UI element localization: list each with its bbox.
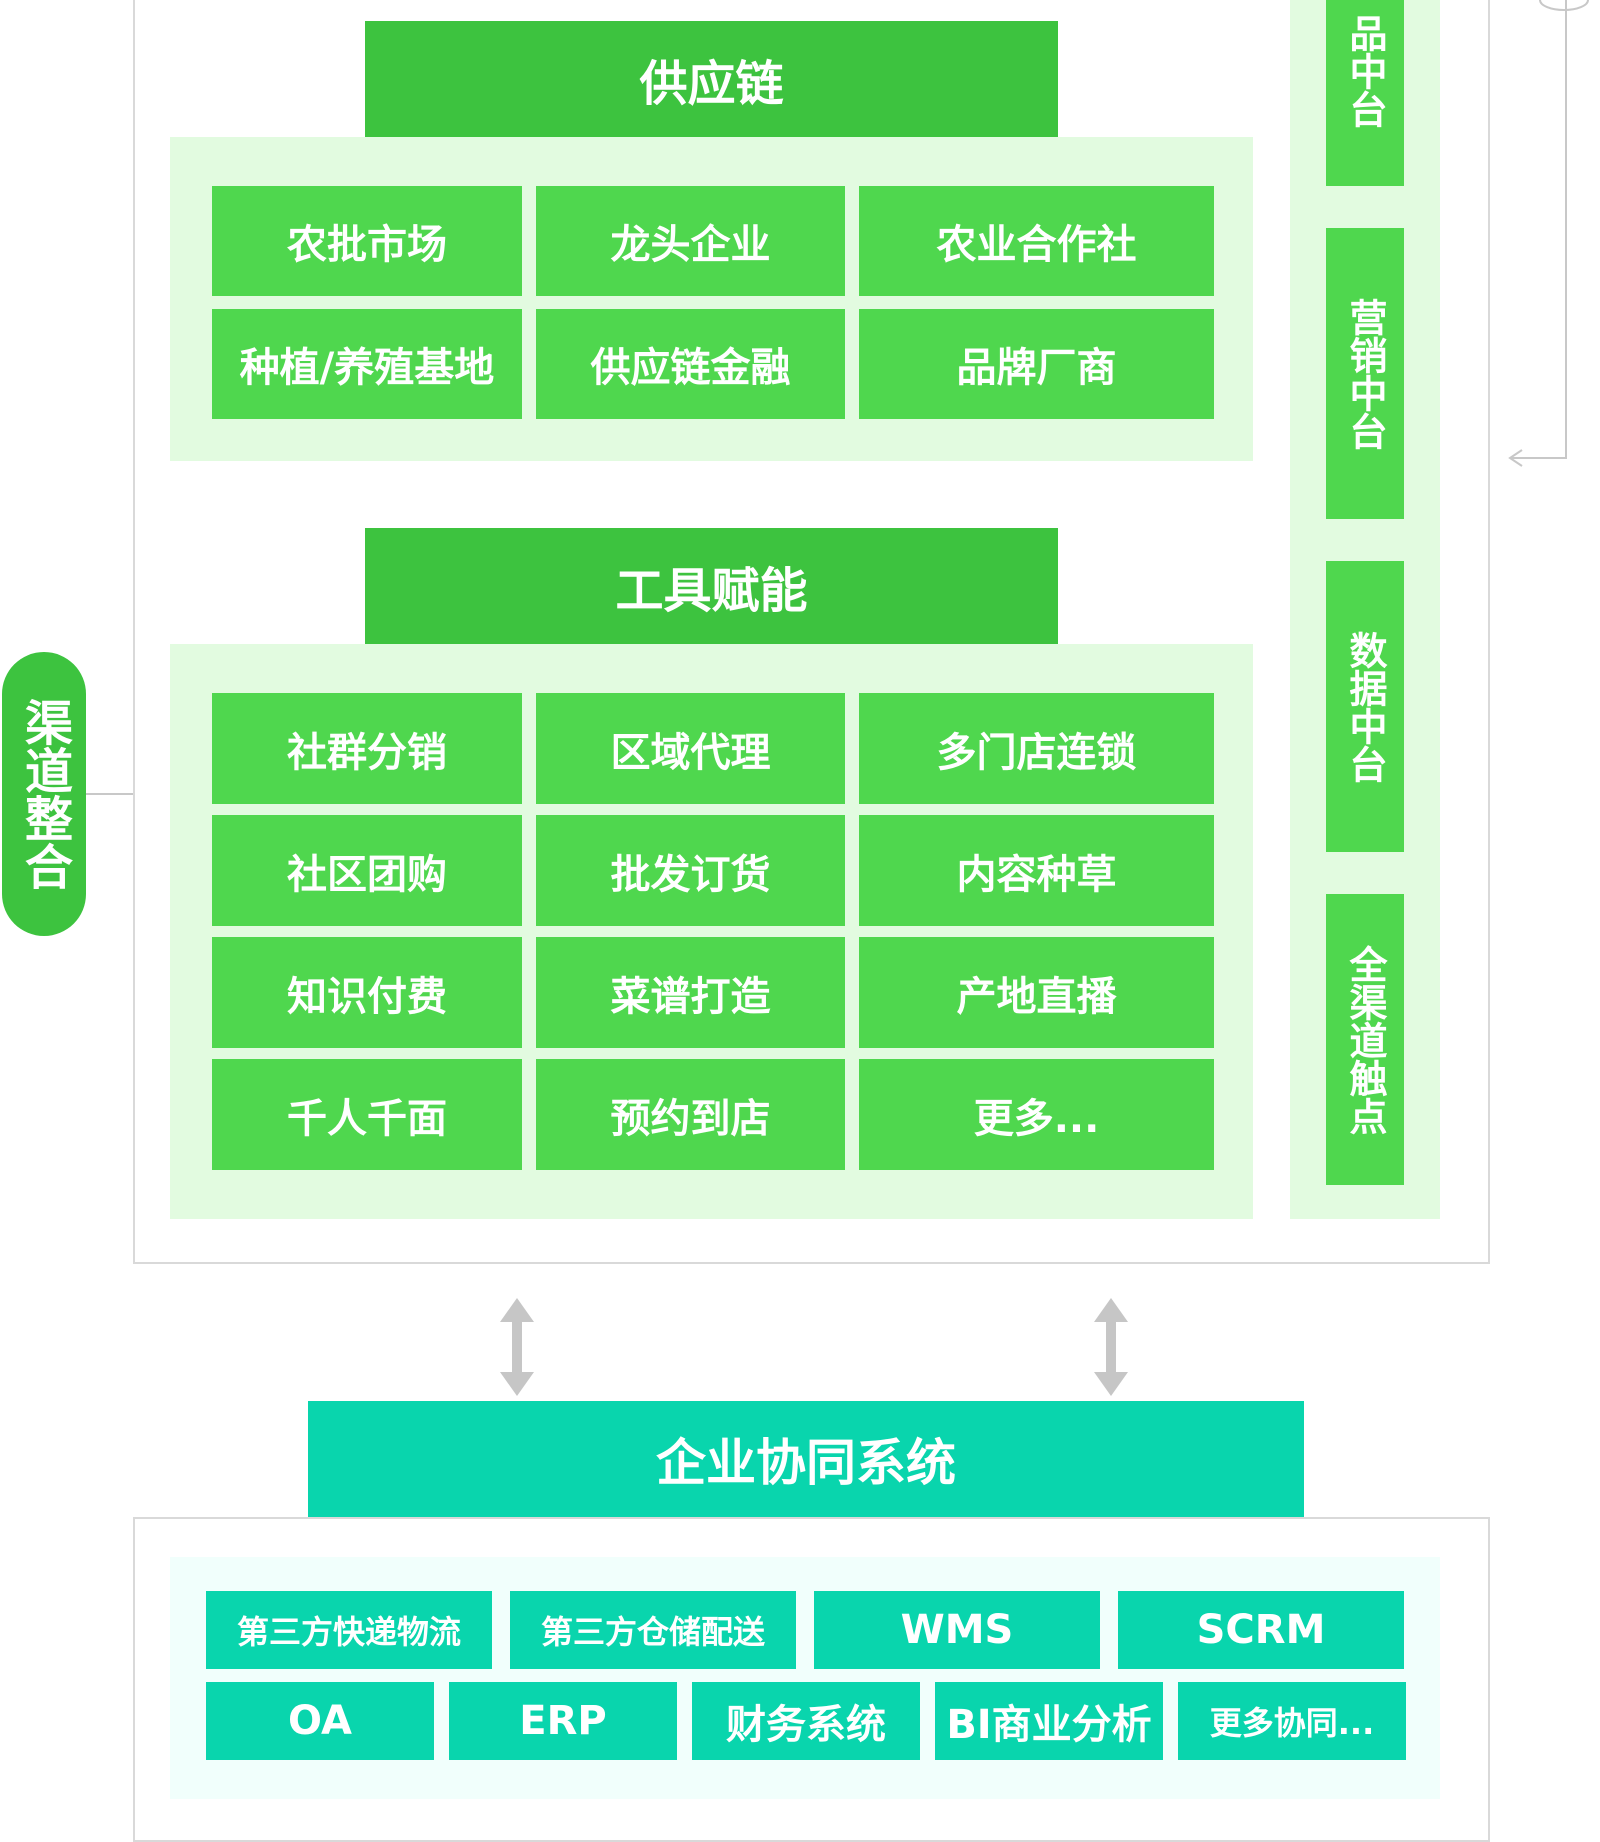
tool-empowerment-item: 社区团购: [212, 815, 522, 926]
tool-empowerment-item: 知识付费: [212, 937, 522, 1048]
supply-chain-item: 种植/养殖基地: [212, 309, 522, 419]
tool-empowerment-item: 千人千面: [212, 1059, 522, 1170]
supply-chain-header: 供应链: [365, 21, 1058, 137]
enterprise-item: BI商业分析: [935, 1682, 1163, 1760]
supply-chain-item: 供应链金融: [536, 309, 845, 419]
tool-empowerment-item: 产地直播: [859, 937, 1214, 1048]
bidirectional-arrow-left: [500, 1298, 534, 1396]
enterprise-item: SCRM: [1118, 1591, 1404, 1669]
bidirectional-arrow-right: [1094, 1298, 1128, 1396]
tool-empowerment-item: 多门店连锁: [859, 693, 1214, 804]
supply-chain-item: 农批市场: [212, 186, 522, 296]
tool-empowerment-item: 社群分销: [212, 693, 522, 804]
enterprise-item: 第三方仓储配送: [510, 1591, 796, 1669]
tool-empowerment-item: 区域代理: [536, 693, 845, 804]
tool-empowerment-header: 工具赋能: [365, 528, 1058, 644]
enterprise-item: 第三方快递物流: [206, 1591, 492, 1669]
enterprise-system-header: 企业协同系统: [308, 1401, 1304, 1517]
supply-chain-item: 品牌厂商: [859, 309, 1214, 419]
middle-platform-marketing: 营销中台: [1326, 228, 1404, 519]
enterprise-item: WMS: [814, 1591, 1100, 1669]
supply-chain-item: 农业合作社: [859, 186, 1214, 296]
supply-chain-item: 龙头企业: [536, 186, 845, 296]
enterprise-item: 财务系统: [692, 1682, 920, 1760]
tool-empowerment-item: 预约到店: [536, 1059, 845, 1170]
tool-empowerment-item: 菜谱打造: [536, 937, 845, 1048]
tool-empowerment-item: 批发订货: [536, 815, 845, 926]
middle-platform-product: 品中台: [1326, 0, 1404, 186]
enterprise-item: OA: [206, 1682, 434, 1760]
tool-empowerment-item: 内容种草: [859, 815, 1214, 926]
channel-integration-pill: 渠道整合: [2, 652, 86, 936]
middle-platform-omnichannel: 全渠道触点: [1326, 894, 1404, 1185]
middle-platform-data: 数据中台: [1326, 561, 1404, 852]
enterprise-item: 更多协同...: [1178, 1682, 1406, 1760]
tool-empowerment-item: 更多...: [859, 1059, 1214, 1170]
enterprise-item: ERP: [449, 1682, 677, 1760]
